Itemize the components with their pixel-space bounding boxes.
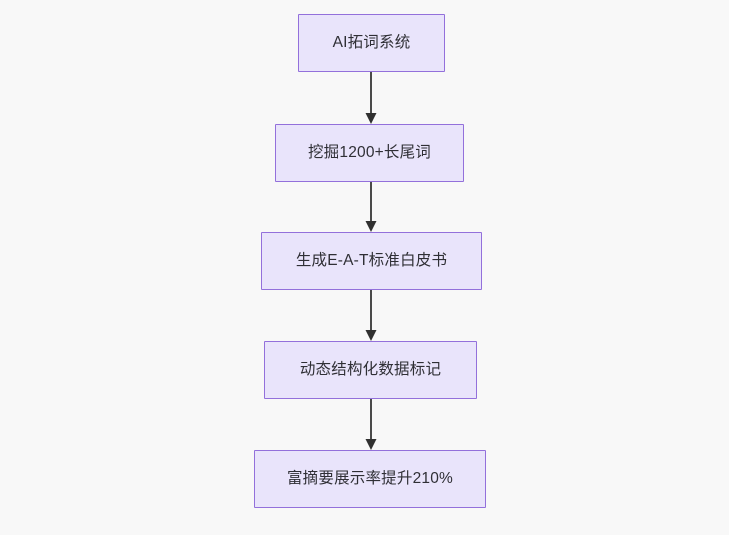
node-label: 生成E-A-T标准白皮书	[295, 252, 448, 270]
connector-n2-n3	[359, 182, 383, 232]
flowchart-node-rich-snippet-impression-uplift[interactable]: 富摘要展示率提升210%	[254, 450, 486, 508]
node-label: 富摘要展示率提升210%	[286, 470, 454, 488]
arrow-icon	[365, 290, 377, 341]
arrow-icon	[365, 182, 377, 232]
connector-n4-n5	[359, 399, 383, 450]
node-label: AI拓词系统	[332, 34, 411, 52]
flowchart-node-dynamic-structured-data-markup[interactable]: 动态结构化数据标记	[264, 341, 477, 399]
flowchart-node-mine-longtail-keywords[interactable]: 挖掘1200+长尾词	[275, 124, 464, 182]
flowchart-node-generate-eat-whitepaper[interactable]: 生成E-A-T标准白皮书	[261, 232, 482, 290]
connector-n3-n4	[359, 290, 383, 341]
flowchart-node-ai-keyword-system[interactable]: AI拓词系统	[298, 14, 445, 72]
arrow-icon	[365, 72, 377, 124]
node-label: 挖掘1200+长尾词	[307, 144, 432, 162]
connector-n1-n2	[359, 72, 383, 124]
arrow-icon	[365, 399, 377, 450]
node-label: 动态结构化数据标记	[299, 361, 442, 379]
